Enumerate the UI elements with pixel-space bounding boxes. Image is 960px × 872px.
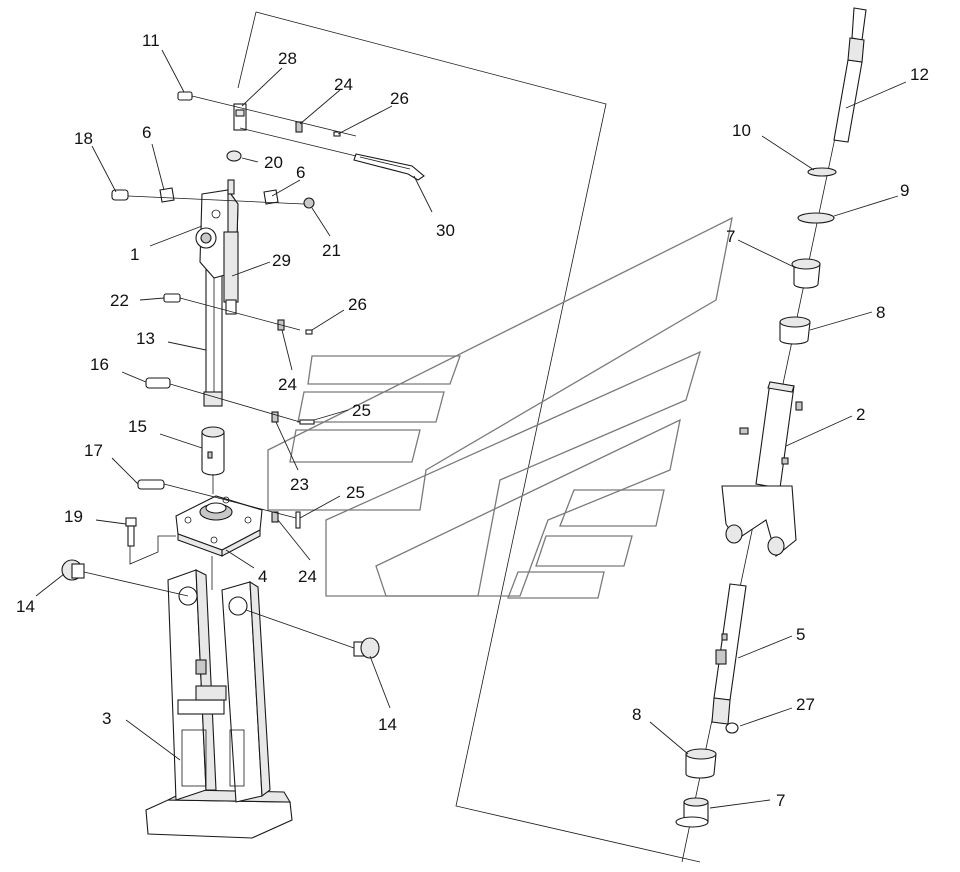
part-19-bolt	[125, 517, 137, 547]
part-7b-bushing	[675, 797, 709, 828]
label-13: 13	[136, 329, 155, 348]
label-28: 28	[278, 49, 297, 68]
part-3-bracket	[145, 569, 293, 839]
part-8a-bushing	[779, 316, 811, 345]
label-30: 30	[436, 221, 455, 240]
part-8b-bushing	[685, 748, 717, 779]
part-20-bushing	[226, 150, 242, 162]
assembly-lines-left	[83, 95, 357, 649]
plane-edge-top	[237, 11, 257, 89]
watermark-logo	[267, 216, 733, 599]
part-27-key	[725, 722, 739, 734]
label-24c: 24	[298, 567, 317, 586]
label-14a: 14	[16, 597, 35, 616]
part-7a-bushing	[791, 258, 821, 289]
label-25b: 25	[346, 483, 365, 502]
part-13-shaft	[203, 269, 223, 407]
part-21-nut	[303, 197, 315, 209]
label-26a: 26	[390, 89, 409, 108]
part-30-rod	[353, 153, 425, 181]
part-10-washer	[807, 167, 837, 177]
label-8a: 8	[876, 303, 885, 322]
label-16: 16	[90, 355, 109, 374]
part-28-clevis	[233, 103, 247, 131]
part-12-shaft	[833, 7, 867, 143]
part-5-shaft	[711, 583, 747, 725]
label-9: 9	[900, 181, 909, 200]
label-10: 10	[732, 121, 751, 140]
label-24b: 24	[278, 375, 297, 394]
label-2: 2	[856, 405, 865, 424]
part-26b-cotter	[305, 329, 313, 335]
part-26a-cotter	[333, 131, 341, 137]
part-29-cylinder	[223, 231, 239, 315]
part-16-pin	[145, 377, 171, 389]
part-24c-washer	[271, 511, 279, 523]
part-25a-cotter	[299, 419, 315, 425]
label-23: 23	[290, 475, 309, 494]
label-27: 27	[796, 695, 815, 714]
label-12: 12	[910, 65, 929, 84]
label-5: 5	[796, 625, 805, 644]
label-7b: 7	[776, 791, 785, 810]
label-21: 21	[322, 241, 341, 260]
label-22: 22	[110, 291, 129, 310]
label-20: 20	[264, 153, 283, 172]
part-9-washer	[797, 212, 835, 224]
label-19: 19	[64, 507, 83, 526]
part-25b-cotter	[295, 511, 301, 529]
part-2-yoke	[721, 381, 803, 557]
background-plane-outline	[255, 11, 701, 863]
label-7a: 7	[726, 227, 735, 246]
label-17: 17	[84, 441, 103, 460]
label-1: 1	[130, 245, 139, 264]
leader-lines	[35, 49, 907, 809]
label-6a: 6	[142, 123, 151, 142]
label-3: 3	[102, 709, 111, 728]
label-26b: 26	[348, 295, 367, 314]
part-23-washer	[271, 411, 279, 423]
part-18-bolt	[111, 189, 129, 201]
part-14b-plug	[353, 637, 380, 659]
part-17-pin	[137, 479, 165, 490]
label-11: 11	[142, 31, 160, 50]
label-24a: 24	[334, 75, 353, 94]
label-14b: 14	[378, 715, 397, 734]
label-29: 29	[272, 251, 291, 270]
part-6a-block	[159, 187, 175, 203]
label-25a: 25	[352, 401, 371, 420]
part-14a-plug	[61, 559, 85, 581]
part-22-pin	[163, 293, 181, 303]
part-6b-block	[263, 189, 279, 205]
label-6b: 6	[296, 163, 305, 182]
label-4: 4	[258, 567, 267, 586]
part-15-sleeve	[201, 426, 225, 476]
label-8b: 8	[632, 705, 641, 724]
part-labels: 11 28 24 26 20 18 6 6 21 1 29 30 22 26 1…	[16, 31, 929, 810]
label-18: 18	[74, 129, 93, 148]
label-15: 15	[128, 417, 147, 436]
part-11-pin	[177, 91, 193, 101]
part-4-flange	[175, 495, 263, 557]
